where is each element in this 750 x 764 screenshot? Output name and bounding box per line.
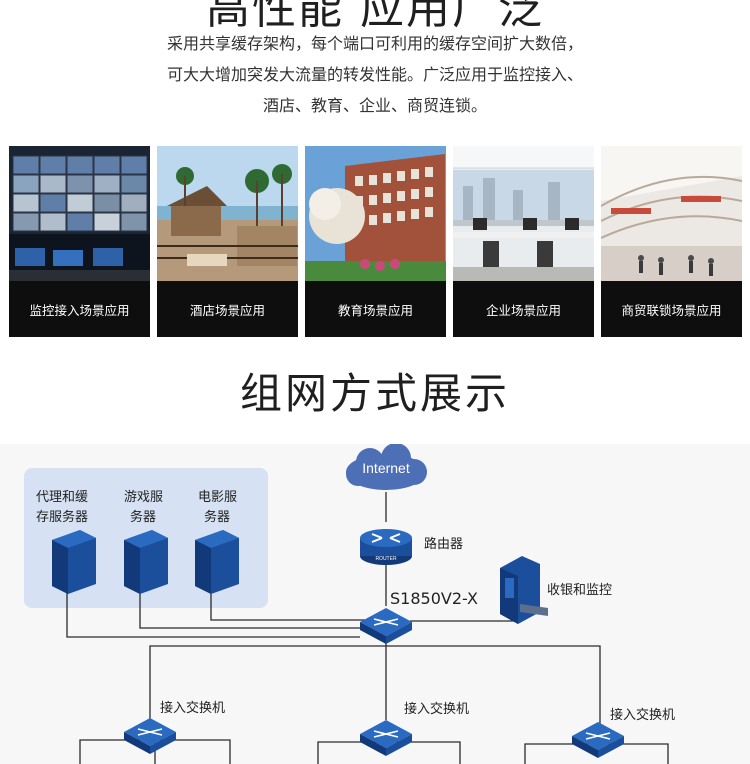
core-switch-icon (360, 608, 412, 644)
monitor-label: 收银和监控 (547, 583, 612, 598)
internet-cloud-icon: Internet (346, 444, 427, 490)
scene-card-enterprise[interactable]: 企业场景应用 (453, 146, 594, 337)
monitoring-room-image (9, 146, 150, 337)
scene-card-retail[interactable]: 商贸联锁场景应用 (601, 146, 742, 337)
server-label: 务器 (204, 509, 230, 525)
shopping-mall-image (601, 146, 742, 281)
server-label: 游戏服 (124, 490, 163, 505)
description-line: 可大大增加突发大流量的转发性能。广泛应用于监控接入、 (166, 65, 583, 84)
server-label: 存服务器 (36, 509, 88, 525)
top-heading: 高性能 应用广泛 (206, 0, 544, 34)
server-label: 电影服 (198, 490, 237, 505)
server-label: 务器 (130, 509, 156, 525)
internet-label: Internet (362, 460, 410, 476)
network-diagram: Internet ROUTER 路由器 S1850V2-X (0, 444, 750, 764)
proxy-server-icon (52, 530, 96, 594)
cashier-pc-icon (500, 556, 548, 624)
scene-label: 酒店场景应用 (157, 281, 298, 337)
access-switch-icon (360, 720, 412, 756)
router-icon: ROUTER (360, 529, 412, 565)
router-badge: ROUTER (375, 556, 397, 562)
description: 采用共享缓存架构，每个端口可利用的缓存空间扩大数倍， 可大大增加突发大流量的转发… (0, 28, 750, 121)
server-label: 代理和缓 (36, 490, 88, 505)
core-switch-label: S1850V2-X (390, 589, 478, 608)
section-title: 组网方式展示 (239, 369, 510, 418)
access-switch-icon (124, 718, 176, 754)
description-line: 采用共享缓存架构，每个端口可利用的缓存空间扩大数倍， (166, 34, 583, 53)
access-switch-icon (572, 722, 624, 758)
school-building-image (305, 146, 446, 281)
scene-label: 商贸联锁场景应用 (601, 281, 742, 337)
movie-server-icon (195, 530, 239, 594)
scene-gallery: 监控接入场景应用 酒店场景应用 (9, 146, 742, 337)
router-label: 路由器 (424, 536, 463, 552)
scene-label: 教育场景应用 (305, 281, 446, 337)
description-line: 酒店、教育、企业、商贸连锁。 (262, 96, 487, 115)
access-switch-label: 接入交换机 (404, 701, 469, 717)
scene-card-hotel[interactable]: 酒店场景应用 (157, 146, 298, 337)
scene-label: 监控接入场景应用 (9, 281, 150, 337)
access-switch-label: 接入交换机 (610, 707, 675, 723)
scene-card-monitoring[interactable]: 监控接入场景应用 (9, 146, 150, 337)
hotel-image (157, 146, 298, 281)
scene-card-education[interactable]: 教育场景应用 (305, 146, 446, 337)
scene-label: 企业场景应用 (453, 281, 594, 337)
game-server-icon (124, 530, 168, 594)
access-switch-label: 接入交换机 (160, 700, 225, 716)
office-image (453, 146, 594, 281)
